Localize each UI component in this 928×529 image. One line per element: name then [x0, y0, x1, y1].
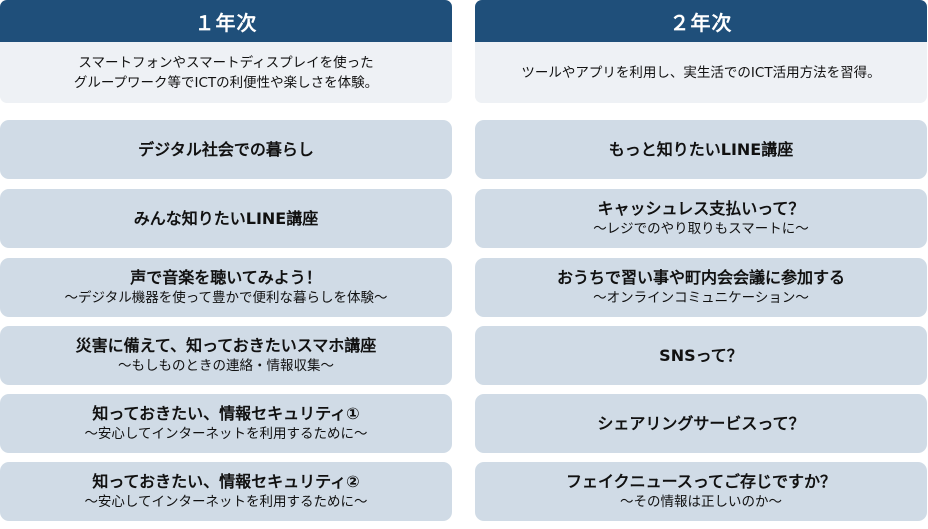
second-year-column: ２年次 ツールやアプリを利用し、実生活でのICT活用方法を習得。 もっと知りたい…	[475, 0, 927, 521]
course-card: フェイクニュースってご存じですか？ ～その情報は正しいのか～	[475, 462, 927, 521]
course-subtitle: ～安心してインターネットを利用するために～	[84, 494, 368, 510]
course-title: シェアリングサービスって？	[597, 413, 805, 433]
first-year-header: １年次	[0, 0, 452, 42]
course-card: もっと知りたいLINE講座	[475, 120, 927, 179]
course-title: みんな知りたいLINE講座	[133, 208, 319, 228]
course-card: おうちで習い事や町内会会議に参加する ～オンラインコミュニケーション～	[475, 258, 927, 317]
first-year-description-line: グループワーク等でICTの利便性や楽しさを体験。	[73, 74, 379, 91]
course-card: デジタル社会での暮らし	[0, 120, 452, 179]
course-title: 知っておきたい、情報セキュリティ①	[92, 404, 360, 423]
course-subtitle: ～レジでのやり取りもスマートに～	[593, 221, 809, 237]
course-card: 知っておきたい、情報セキュリティ① ～安心してインターネットを利用するために～	[0, 394, 452, 453]
course-subtitle: ～もしものときの連絡・情報収集～	[118, 358, 334, 374]
course-subtitle: ～オンラインコミュニケーション～	[593, 290, 809, 306]
course-subtitle: ～安心してインターネットを利用するために～	[84, 426, 368, 442]
course-title: おうちで習い事や町内会会議に参加する	[556, 268, 845, 287]
course-title: 災害に備えて、知っておきたいスマホ講座	[75, 336, 377, 355]
course-title: キャッシュレス支払いって？	[597, 199, 805, 218]
course-title: 声で音楽を聴いてみよう！	[130, 268, 322, 287]
course-subtitle: ～デジタル機器を使って豊かで便利な暮らしを体験～	[64, 290, 388, 306]
course-card: 知っておきたい、情報セキュリティ② ～安心してインターネットを利用するために～	[0, 462, 452, 521]
second-year-description: ツールやアプリを利用し、実生活でのICT活用方法を習得。	[475, 42, 927, 103]
course-card: SNSって？	[475, 326, 927, 385]
course-title: 知っておきたい、情報セキュリティ②	[92, 472, 360, 491]
first-year-column: １年次 スマートフォンやスマートディスプレイを使った グループワーク等でICTの…	[0, 0, 452, 521]
first-year-description-line: スマートフォンやスマートディスプレイを使った	[78, 54, 374, 71]
second-year-header: ２年次	[475, 0, 927, 42]
second-year-description-line: ツールやアプリを利用し、実生活でのICT活用方法を習得。	[521, 64, 881, 81]
course-title: デジタル社会での暮らし	[138, 139, 314, 159]
course-card: みんな知りたいLINE講座	[0, 189, 452, 248]
course-card: キャッシュレス支払いって？ ～レジでのやり取りもスマートに～	[475, 189, 927, 248]
course-title: もっと知りたいLINE講座	[608, 139, 794, 159]
course-title: SNSって？	[659, 345, 743, 365]
course-subtitle: ～その情報は正しいのか～	[620, 494, 782, 510]
first-year-description: スマートフォンやスマートディスプレイを使った グループワーク等でICTの利便性や…	[0, 42, 452, 103]
course-card: 災害に備えて、知っておきたいスマホ講座 ～もしものときの連絡・情報収集～	[0, 326, 452, 385]
course-title: フェイクニュースってご存じですか？	[565, 472, 837, 491]
course-card: 声で音楽を聴いてみよう！ ～デジタル機器を使って豊かで便利な暮らしを体験～	[0, 258, 452, 317]
course-card: シェアリングサービスって？	[475, 394, 927, 453]
